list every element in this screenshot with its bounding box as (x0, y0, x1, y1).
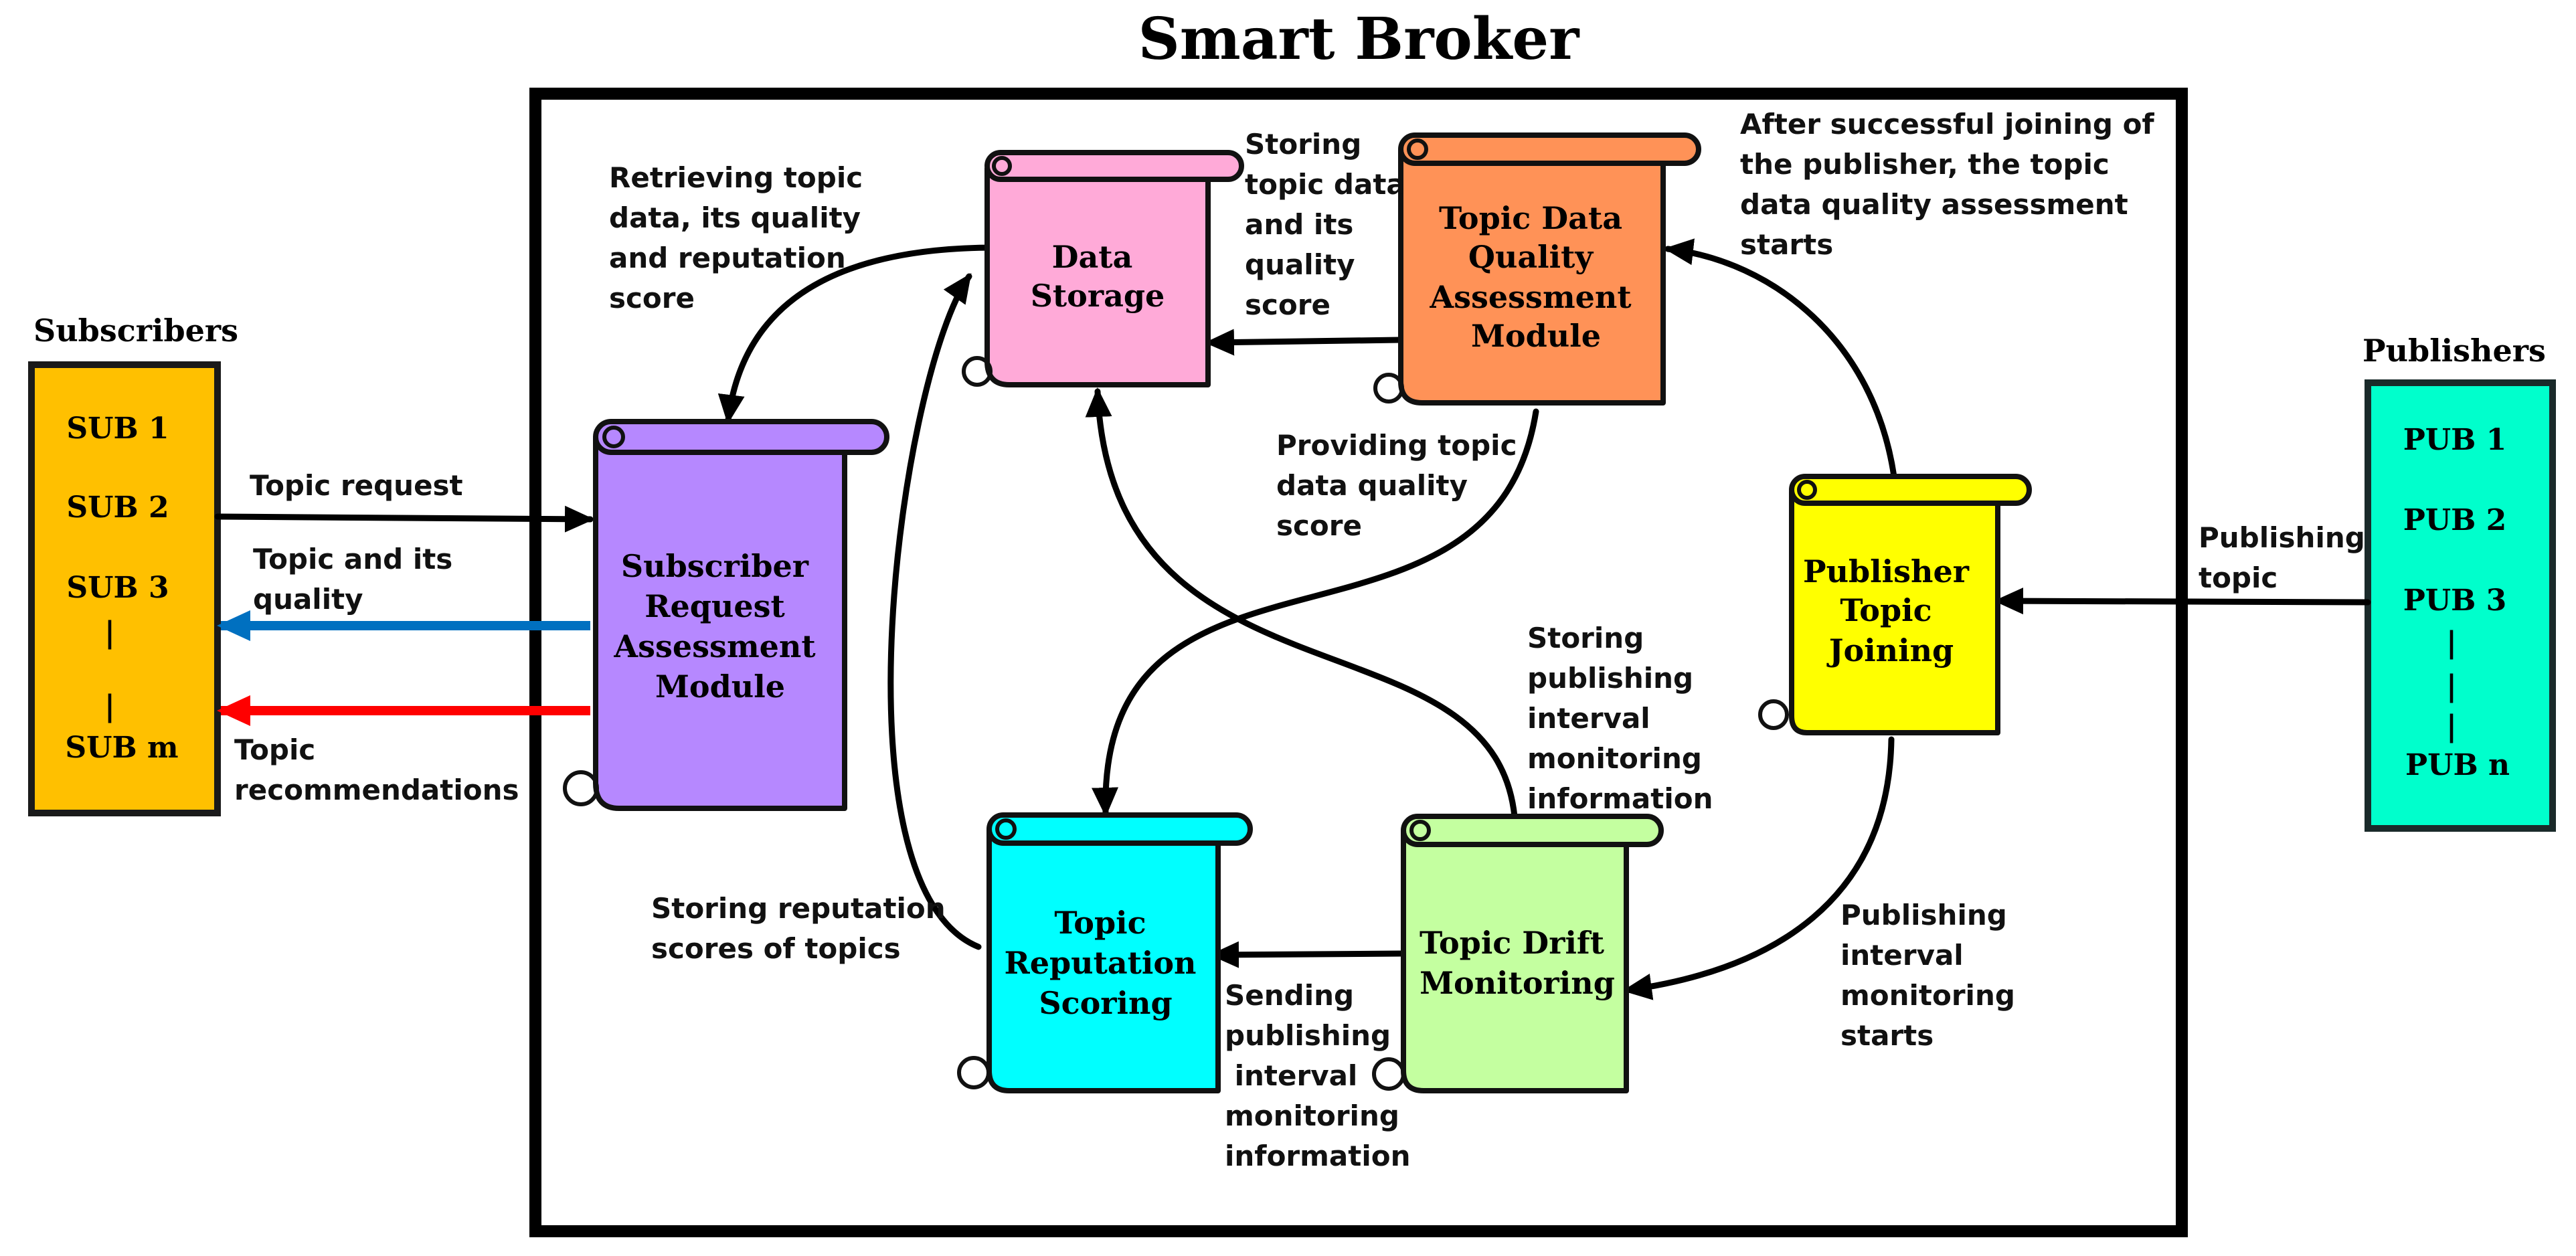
subscriber-item: SUB m (65, 731, 178, 765)
subscriber-item: SUB 2 (66, 490, 169, 525)
diagram-title: Smart Broker (1138, 5, 1580, 73)
label-publishing-topic: Publishing topic (2199, 521, 2375, 594)
arrow-joining-to-drift (1622, 736, 1895, 1000)
smart-broker-frame (529, 88, 2188, 1237)
arrow-quality-to-reputation (1092, 408, 1539, 817)
label-topic-quality: Topic and its quality (253, 543, 462, 616)
label-topic-recommendations: Topic recommendations (234, 733, 519, 806)
publisher-item: | (2446, 626, 2457, 660)
publishers-title: Publishers (2363, 333, 2546, 369)
publisher-item: PUB 1 (2403, 423, 2507, 457)
label-storing-reputation: Storing reputation scores of topics (651, 892, 955, 965)
subscriber-item: SUB 1 (66, 412, 169, 446)
label-storing-interval: Storing publishing interval monitoring i… (1527, 622, 1713, 815)
publisher-item: PUB n (2405, 748, 2510, 782)
label-storing-quality: Storing topic data and its quality score (1245, 128, 1415, 321)
publisher-item: PUB 3 (2403, 584, 2507, 618)
arrow-drift-to-reputation (1209, 941, 1407, 968)
arrow-topic-request (214, 505, 594, 533)
data-storage-label: Data Storage (1031, 239, 1165, 314)
drift-monitoring-module: Topic Drift Monitoring (1372, 814, 1664, 1093)
label-interval-starts: Publishing interval monitoring starts (1840, 899, 2025, 1052)
publisher-joining-label: Publisher Topic Joining (1803, 553, 1980, 668)
arrow-quality-to-storage (1205, 329, 1402, 356)
subscriber-request-label: Subscriber Request Assessment Module (613, 548, 826, 705)
publisher-item: | (2446, 709, 2457, 743)
publisher-joining-module: Publisher Topic Joining (1758, 474, 2032, 735)
subscriber-item: SUB 3 (66, 571, 169, 605)
label-after-joining: After successful joining of the publishe… (1740, 108, 2164, 261)
publishers-list: PUB 1 PUB 2 PUB 3 | | | PUB n (2403, 423, 2510, 782)
arrow-joining-to-quality (1664, 238, 1897, 480)
reputation-scoring-label: Topic Reputation Scoring (1004, 905, 1207, 1021)
quality-assessment-label: Topic Data Quality Assessment Module (1429, 200, 1642, 354)
subscribers-list: SUB 1 SUB 2 SUB 3 | | SUB m (65, 412, 178, 765)
arrow-publishers-to-joining (1994, 588, 2371, 615)
subscribers-title: Subscribers (33, 312, 238, 349)
publisher-item: | (2446, 669, 2457, 703)
publishers-box (2365, 379, 2556, 832)
drift-monitoring-label: Topic Drift Monitoring (1420, 925, 1615, 1001)
arrow-drift-to-storage (1085, 387, 1518, 820)
subscriber-item: | (104, 616, 115, 650)
label-sending: Sending publishing interval monitoring i… (1225, 979, 1410, 1172)
arrow-storage-to-subscriber (717, 244, 999, 424)
reputation-scoring-module: Topic Reputation Scoring (957, 812, 1253, 1093)
label-topic-request: Topic request (250, 469, 463, 502)
subscribers-box (28, 361, 221, 816)
subscriber-item: | (104, 689, 115, 723)
subscriber-request-module: Subscriber Request Assessment Module (563, 419, 889, 811)
label-providing: Providing topic data quality score (1276, 429, 1527, 542)
label-retrieving: Retrieving topic data, its quality and r… (609, 161, 873, 315)
arrow-reputation-to-storage (887, 273, 982, 950)
quality-assessment-module: Topic Data Quality Assessment Module (1373, 132, 1701, 406)
data-storage-module: Data Storage (962, 150, 1244, 387)
publisher-item: PUB 2 (2403, 503, 2507, 537)
